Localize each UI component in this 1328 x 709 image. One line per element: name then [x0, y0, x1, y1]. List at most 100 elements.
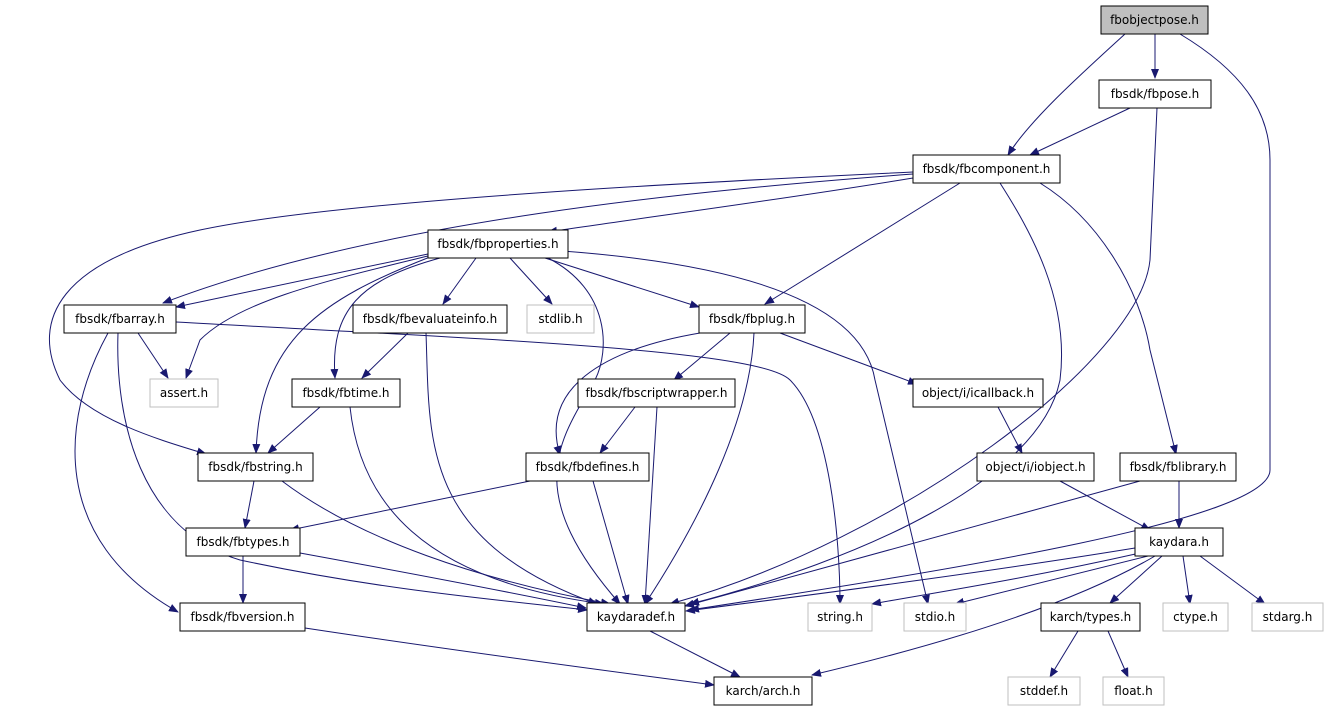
- node-assert[interactable]: assert.h: [149, 378, 219, 408]
- svg-text:fbsdk/fbplug.h: fbsdk/fbplug.h: [709, 312, 795, 326]
- edge-fbproperties-fbtime: [330, 257, 441, 379]
- edge-fbarray-assert: [137, 332, 169, 379]
- edge-fbevaluateinfo-kaydaradef: [425, 332, 598, 605]
- edge-fblibrary-kaydaradef: [684, 480, 1141, 608]
- edge-karchtypes-stddef: [1049, 630, 1079, 678]
- node-icallback[interactable]: object/i/icallback.h: [912, 378, 1044, 408]
- dependency-edges: [48, 33, 1271, 688]
- svg-text:fbsdk/fbtime.h: fbsdk/fbtime.h: [302, 386, 389, 400]
- edge-fbplug-icallback: [779, 332, 918, 385]
- node-fbevaluateinfo[interactable]: fbsdk/fbevaluateinfo.h: [352, 304, 508, 334]
- edge-fbcomponent-fblibrary: [1039, 182, 1178, 455]
- edge-fbversion-karcharch: [304, 627, 715, 688]
- edge-fbdefines-fbtypes: [289, 480, 531, 533]
- edge-kaydara-kaydaradef: [685, 547, 1136, 614]
- edge-fbproperties-assert: [185, 255, 429, 379]
- edge-fbproperties-fbarray: [175, 253, 429, 310]
- node-fbproperties[interactable]: fbsdk/fbproperties.h: [427, 229, 569, 259]
- edge-fbpose-fbcomponent: [1029, 107, 1131, 156]
- svg-text:karch/arch.h: karch/arch.h: [726, 684, 801, 698]
- edge-fbcomponent-fbstring: [48, 171, 914, 456]
- svg-text:fbsdk/fbarray.h: fbsdk/fbarray.h: [75, 312, 165, 326]
- node-stddef[interactable]: stddef.h: [1007, 676, 1081, 706]
- node-fbcomponent[interactable]: fbsdk/fbcomponent.h: [912, 154, 1061, 184]
- node-float[interactable]: float.h: [1102, 676, 1165, 706]
- node-fbplug[interactable]: fbsdk/fbplug.h: [698, 304, 806, 334]
- node-karcharch[interactable]: karch/arch.h: [713, 676, 813, 706]
- node-stdarg[interactable]: stdarg.h: [1251, 602, 1324, 632]
- edge-kaydara-karchtypes: [1109, 555, 1163, 604]
- edge-fbstring-fbtypes: [242, 480, 255, 529]
- svg-text:fbsdk/fbscriptwrapper.h: fbsdk/fbscriptwrapper.h: [586, 386, 728, 400]
- svg-text:fbsdk/fbpose.h: fbsdk/fbpose.h: [1111, 87, 1200, 101]
- edge-fbobjectpose-kaydaradef: [689, 33, 1271, 613]
- edge-kaydara-karcharch: [811, 555, 1156, 677]
- svg-text:string.h: string.h: [817, 610, 863, 624]
- svg-text:fbsdk/fbtypes.h: fbsdk/fbtypes.h: [196, 535, 289, 549]
- edge-fbproperties-fbevaluateinfo: [442, 257, 477, 305]
- edge-iobject-kaydara: [1059, 480, 1151, 531]
- node-fblibrary[interactable]: fbsdk/fblibrary.h: [1119, 452, 1237, 482]
- edge-fbevaluateinfo-fbtime: [361, 332, 409, 379]
- svg-text:assert.h: assert.h: [160, 386, 208, 400]
- edge-fbpose-kaydaradef: [669, 107, 1158, 606]
- svg-text:stdlib.h: stdlib.h: [538, 312, 582, 326]
- node-fbdefines[interactable]: fbsdk/fbdefines.h: [525, 452, 650, 482]
- node-iobject[interactable]: object/i/iobject.h: [976, 452, 1095, 482]
- svg-text:fbsdk/fbcomponent.h: fbsdk/fbcomponent.h: [923, 162, 1051, 176]
- svg-text:ctype.h: ctype.h: [1173, 610, 1218, 624]
- node-fbobjectpose[interactable]: fbobjectpose.h: [1100, 5, 1209, 35]
- edge-fbscriptwrapper-kaydaradef: [641, 406, 658, 605]
- node-fbpose[interactable]: fbsdk/fbpose.h: [1098, 79, 1212, 109]
- dependency-nodes: fbobjectpose.h fbsdk/fbpose.h fbsdk/fbco…: [63, 5, 1324, 706]
- edge-fbplug-kaydaradef: [644, 332, 755, 605]
- edge-fbproperties-fbplug: [544, 257, 700, 309]
- edge-kaydara-ctype: [1182, 555, 1193, 605]
- edge-fbproperties-stdlib: [509, 257, 553, 305]
- svg-text:fbsdk/fbdefines.h: fbsdk/fbdefines.h: [536, 460, 640, 474]
- edge-fbproperties-stdio: [547, 249, 930, 605]
- edge-fbcomponent-fbplug: [764, 182, 961, 305]
- edge-fbscriptwrapper-fbdefines: [599, 406, 636, 454]
- node-stdio[interactable]: stdio.h: [903, 602, 967, 632]
- edge-fbplug-fbdefines: [553, 332, 701, 456]
- node-fbstring[interactable]: fbsdk/fbstring.h: [197, 452, 314, 482]
- svg-text:kaydara.h: kaydara.h: [1149, 535, 1209, 549]
- node-fbscriptwrapper[interactable]: fbsdk/fbscriptwrapper.h: [577, 378, 736, 408]
- svg-text:stddef.h: stddef.h: [1020, 684, 1068, 698]
- edge-fbobjectpose-fbcomponent: [1007, 33, 1126, 156]
- svg-text:fbsdk/fbversion.h: fbsdk/fbversion.h: [191, 610, 295, 624]
- edge-fbarray-string: [175, 321, 844, 605]
- node-kaydara[interactable]: kaydara.h: [1134, 527, 1224, 557]
- node-fbarray[interactable]: fbsdk/fbarray.h: [63, 304, 177, 334]
- edge-fbarray-kaydaradef: [117, 332, 588, 613]
- node-fbtime[interactable]: fbsdk/fbtime.h: [291, 378, 401, 408]
- svg-text:kaydaradef.h: kaydaradef.h: [597, 610, 675, 624]
- edge-icallback-iobject: [997, 406, 1023, 454]
- svg-text:fbsdk/fblibrary.h: fbsdk/fblibrary.h: [1130, 460, 1227, 474]
- edge-fbdefines-kaydaradef: [592, 480, 630, 605]
- svg-text:fbsdk/fbstring.h: fbsdk/fbstring.h: [208, 460, 302, 474]
- node-karchtypes[interactable]: karch/types.h: [1040, 602, 1141, 632]
- node-string[interactable]: string.h: [807, 602, 873, 632]
- node-fbversion[interactable]: fbsdk/fbversion.h: [179, 602, 306, 632]
- edge-fbtypes-kaydaradef: [299, 552, 587, 611]
- svg-text:karch/types.h: karch/types.h: [1050, 610, 1132, 624]
- node-fbtypes[interactable]: fbsdk/fbtypes.h: [185, 527, 301, 557]
- svg-text:fbsdk/fbevaluateinfo.h: fbsdk/fbevaluateinfo.h: [363, 312, 497, 326]
- edge-fbstring-kaydaradef: [281, 480, 611, 607]
- svg-text:stdarg.h: stdarg.h: [1263, 610, 1313, 624]
- node-ctype[interactable]: ctype.h: [1162, 602, 1229, 632]
- svg-text:fbsdk/fbproperties.h: fbsdk/fbproperties.h: [437, 237, 558, 251]
- svg-text:object/i/icallback.h: object/i/icallback.h: [922, 386, 1034, 400]
- svg-text:float.h: float.h: [1114, 684, 1152, 698]
- edge-fbcomponent-kaydaradef: [689, 182, 1062, 606]
- edge-fbtime-kaydaradef: [349, 406, 605, 607]
- edge-fbproperties-fbstring: [252, 256, 431, 454]
- edge-kaydara-stdarg: [1199, 555, 1266, 605]
- edge-kaydara-string: [871, 552, 1141, 607]
- node-stdlib[interactable]: stdlib.h: [526, 304, 595, 334]
- svg-text:object/i/iobject.h: object/i/iobject.h: [985, 460, 1085, 474]
- node-kaydaradef[interactable]: kaydaradef.h: [586, 602, 686, 632]
